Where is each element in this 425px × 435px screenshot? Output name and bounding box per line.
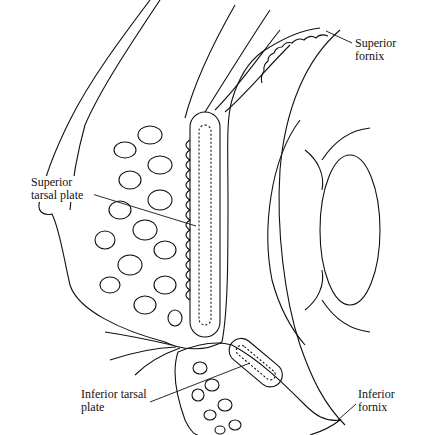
eyelashes <box>105 332 180 375</box>
structure-label: Superior tarsal plate <box>30 176 94 202</box>
leader-line <box>338 404 356 420</box>
structure-label: Inferior tarsal plate <box>80 388 148 414</box>
inferior-tarsal-plate <box>224 334 287 392</box>
lower-lid-margin <box>178 343 232 352</box>
structure-label: Superior fornix <box>354 37 414 63</box>
sclera <box>279 30 345 425</box>
lower-orbicularis <box>192 362 241 434</box>
leader-line <box>326 31 352 43</box>
gland-folds <box>186 140 190 300</box>
upper-conjunctiva-wavy <box>261 35 328 83</box>
lower-conjunctiva <box>232 345 340 435</box>
levator-muscle <box>215 30 280 110</box>
leader-line <box>150 363 250 402</box>
upper-lid-skin <box>39 0 165 342</box>
leader-line <box>92 194 196 226</box>
ciliary-body <box>322 128 370 332</box>
orbicularis-bundles <box>95 126 182 326</box>
meibomian-gland <box>199 125 211 325</box>
levator-aponeurosis <box>185 5 235 118</box>
levator-muscle <box>205 10 270 112</box>
superior-tarsal-plate <box>190 112 220 337</box>
cornea <box>268 120 305 345</box>
lens <box>320 155 380 305</box>
structure-label: Inferior fornix <box>357 388 415 414</box>
